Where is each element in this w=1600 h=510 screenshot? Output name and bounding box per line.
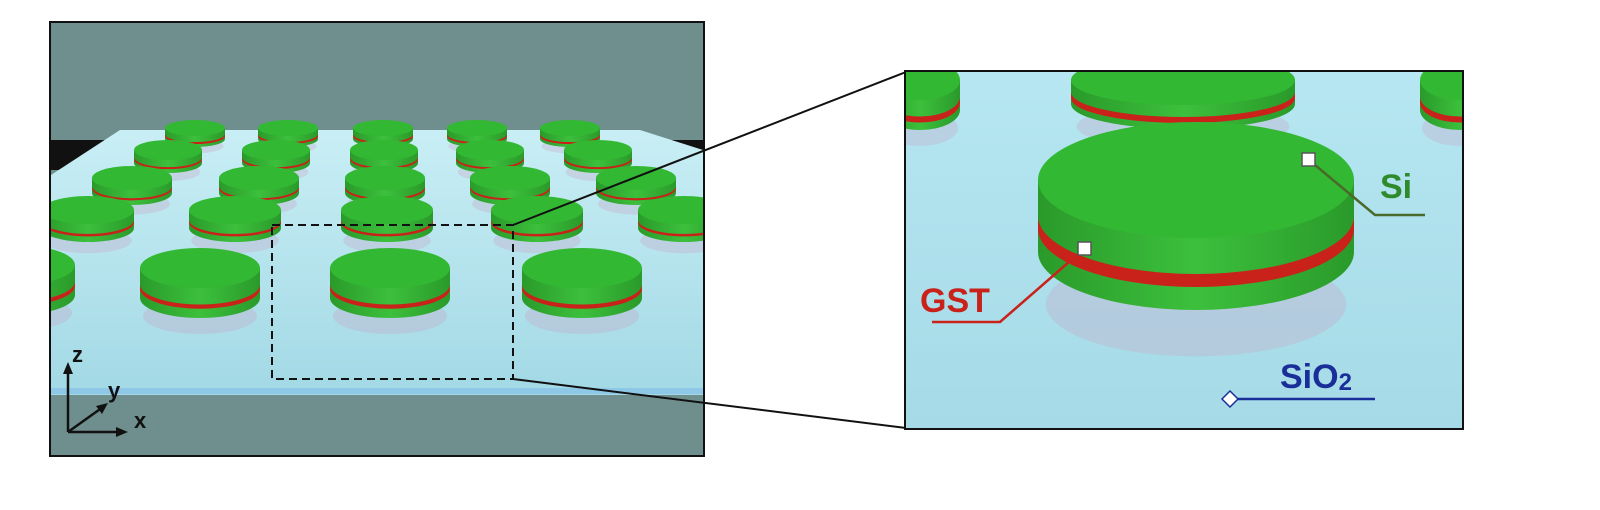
zoom-pillar-back-left <box>906 72 960 146</box>
sio2-label: SiO2 <box>1280 358 1352 396</box>
zoom-connector-top <box>512 71 907 226</box>
pillar-array <box>51 120 703 334</box>
sio2-marker <box>1220 389 1240 409</box>
pillar-r3-c3 <box>491 196 583 254</box>
pillar-r5-c0 <box>51 249 75 327</box>
overview-panel <box>51 23 703 455</box>
pillar-r3-c2 <box>341 196 433 254</box>
gst-annotation: GST <box>920 241 1092 324</box>
pillar-r4-c2 <box>522 248 642 334</box>
pillar-r4-c1 <box>330 248 451 334</box>
zoom-connector-bottom <box>512 378 907 429</box>
pillar-r2-c0 <box>92 166 172 215</box>
si-label: Si <box>1380 168 1412 206</box>
substrate-front-edge <box>51 388 703 394</box>
pillar-r4-c0 <box>140 248 260 334</box>
zoom-panel <box>906 72 1462 428</box>
z-axis-label: z <box>72 342 83 367</box>
pillar-r1-c0 <box>134 140 202 181</box>
si-marker <box>1301 152 1316 167</box>
overview-panel-border <box>49 21 705 457</box>
pillar-r3-c1 <box>189 196 281 254</box>
sio2-annotation: SiO2 <box>1220 358 1375 409</box>
pillar-r3-c0 <box>51 196 134 254</box>
x-axis-label: x <box>134 408 147 433</box>
y-axis-label: y <box>108 378 121 403</box>
zoom-pillar-main <box>1038 122 1354 357</box>
zoom-pillar-back-right <box>1420 72 1462 146</box>
zoom-panel-border <box>904 70 1464 430</box>
gst-marker <box>1077 241 1092 256</box>
gst-label: GST <box>920 282 990 320</box>
pillar-r3-c4 <box>638 196 703 254</box>
si-annotation: Si <box>1301 152 1425 217</box>
zoom-region-box <box>271 224 514 380</box>
zoom-pillars <box>906 72 1462 357</box>
coordinate-axes: z y x <box>63 342 147 437</box>
